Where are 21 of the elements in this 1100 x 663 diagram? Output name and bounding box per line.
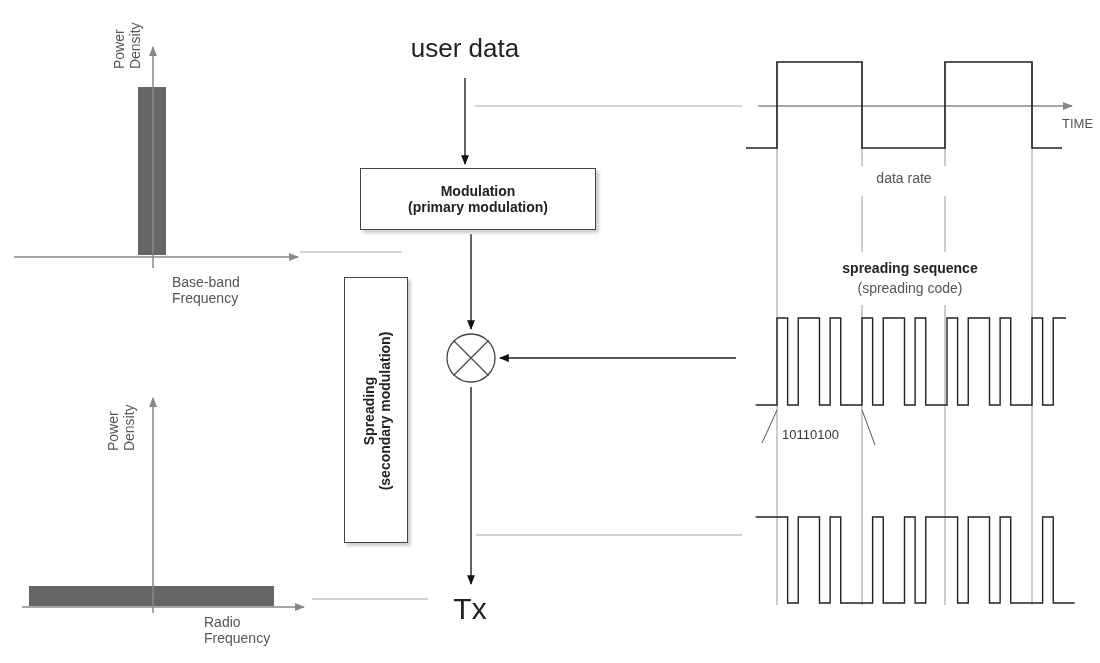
arrow [467,233,475,330]
axis-label: Radio Frequency [204,614,272,647]
box-label: Modulation [440,183,516,199]
arrow [467,386,475,585]
axis-label: TIME [1062,117,1095,132]
axis-label: Power Density [110,21,144,70]
box-label: Spreading [361,376,377,446]
code-bits-label: 10110100 [782,428,840,443]
box-label: (primary modulation) [408,199,548,215]
waveform-subtitle: (spreading code) [856,280,964,297]
axis-label: Power Density [104,403,138,452]
process-box [344,277,408,543]
arrow [499,354,737,362]
waveform-title: spreading sequence [841,260,979,277]
axis-label: Base-band Frequency [172,274,241,307]
annotation-label: data rate [875,170,933,187]
box-label: (secondary modulation) [377,331,393,491]
process-box [360,168,596,230]
node-label: user data [400,22,530,74]
arrow [461,77,469,165]
node-label: Tx [436,588,504,630]
